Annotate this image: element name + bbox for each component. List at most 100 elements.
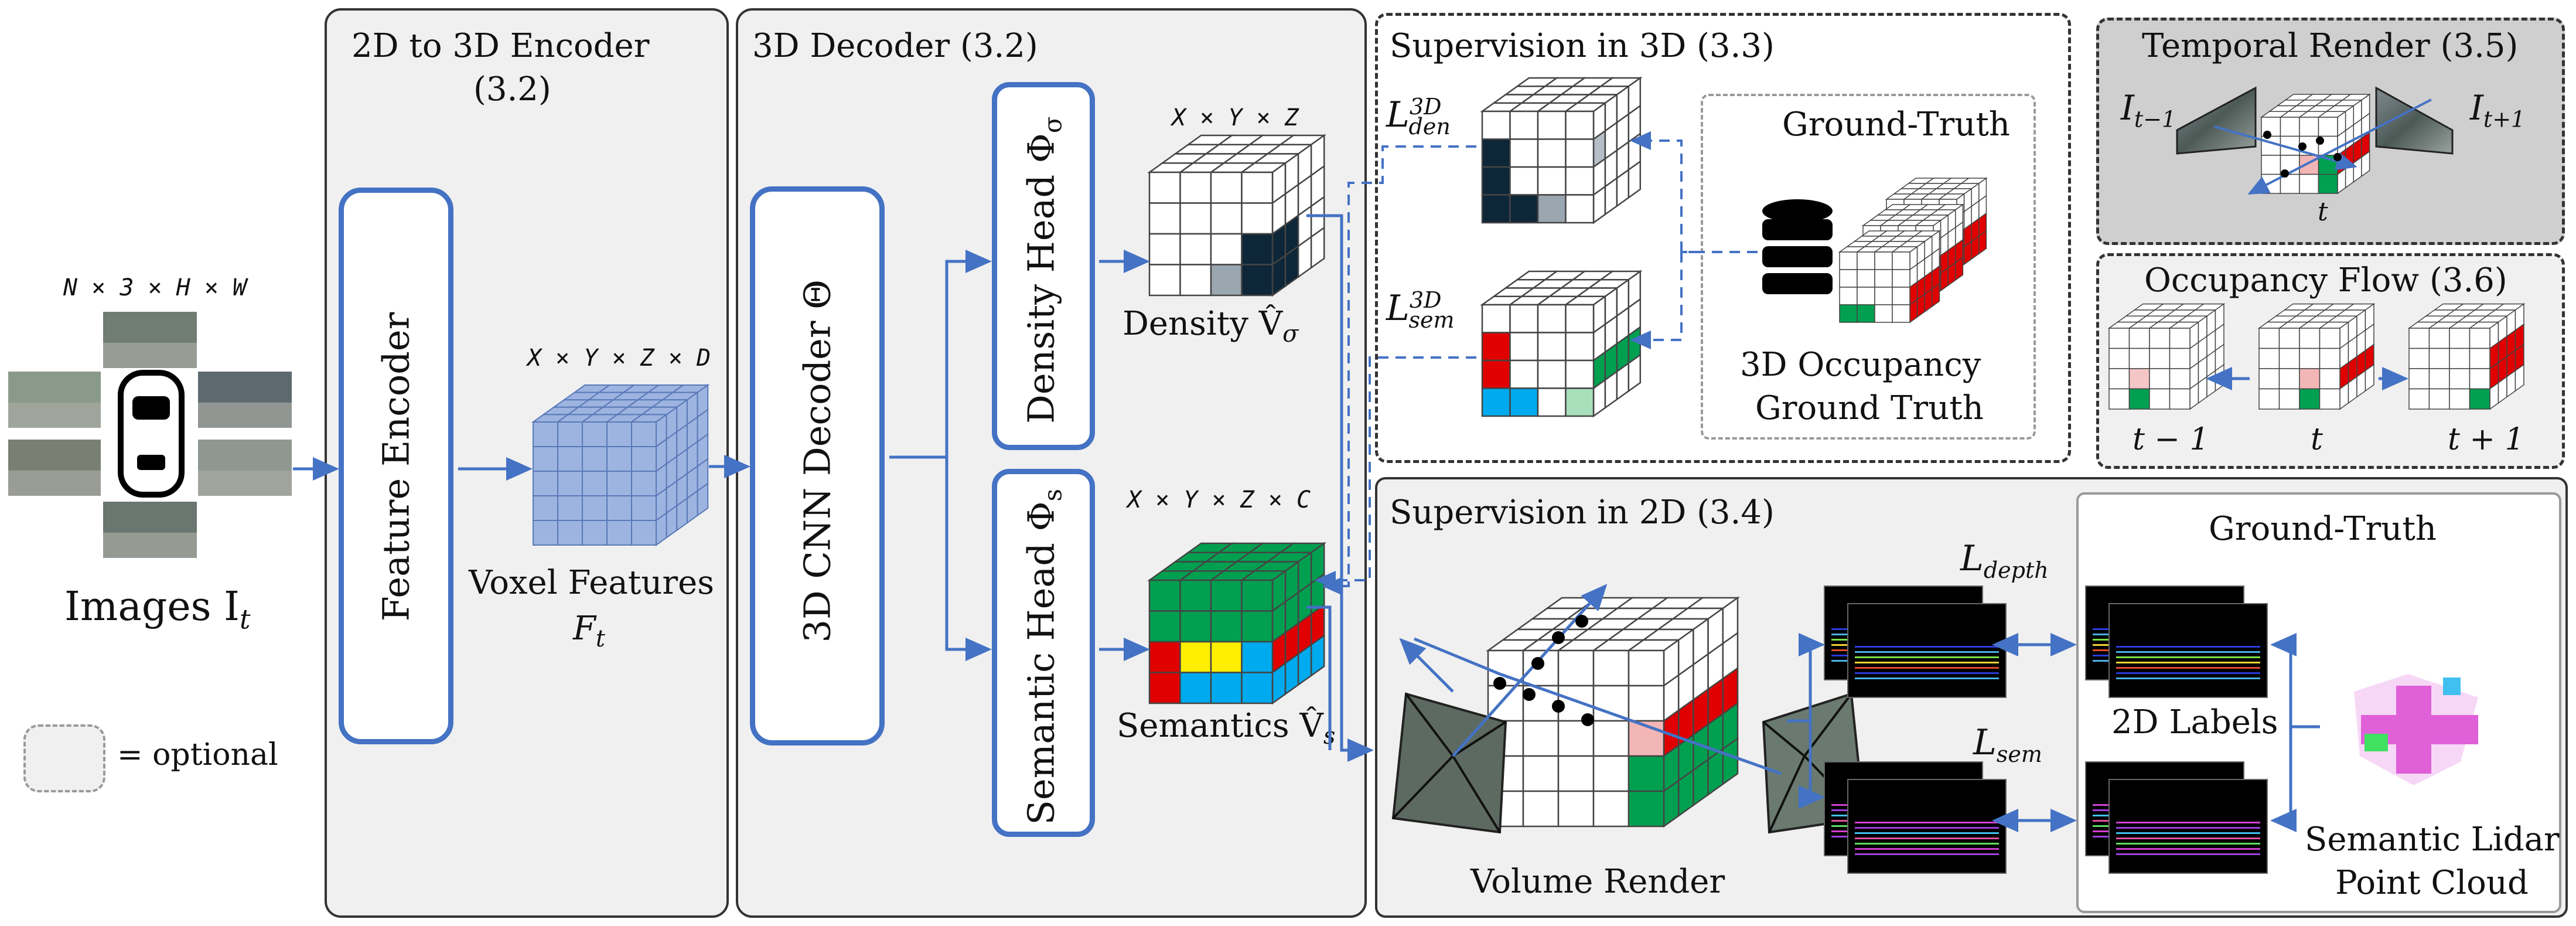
semantics-cube-front-cell [1210,641,1243,673]
volume-render-cube-front-cell [1628,755,1665,792]
depth-gt-front-scanline [2116,646,2260,648]
flow-cube-next-front-cell [2449,368,2471,390]
flow-cube-next-front-cell [2469,348,2490,369]
temporal-cube-front-cell [2261,135,2281,156]
density-cube-front-cell [1241,171,1274,204]
sup3d-density-cube-front-cell [1537,110,1567,140]
volume-render-cube-front-cell [1522,790,1560,828]
semantics-cube-front-cell [1210,579,1243,612]
gt-occupancy-cube-2-front-cell [1839,269,1858,288]
sup3d-density-cube-front-cell [1509,166,1539,196]
lidar-label-2: Point Cloud [2335,864,2529,902]
flow-cube-next-front-cell [2449,388,2471,410]
semantic-gt-front-scanline [2116,838,2260,839]
sup3d-density-cube [1480,76,1643,224]
depth-render-front-scanline [1855,646,1999,648]
sup3d-density-cube-front-cell [1509,194,1539,224]
density-cube-front-cell [1241,233,1274,265]
flow-cube-next-front-cell [2428,388,2450,410]
arrow-decoder-to-semantic-head [945,457,992,661]
sup3d-semantic-cube [1480,270,1643,418]
sup3d-semantic-cube-front-cell [1537,304,1567,333]
loss-den-3d: L3Dden [1386,94,1451,139]
semantic-render-front-scanline [1855,822,1999,823]
density-cube-front-cell [1179,171,1212,204]
semantics-label: Semantics V̂s [1117,707,1336,750]
depth-render-front-scanline [1855,672,1999,674]
gt-occupancy-cube-2-front-cell [1892,304,1910,323]
sup3d-semantic-cube-front-cell [1481,387,1511,417]
flow-cube-prev-front-cell [2169,348,2191,369]
flow-cube-now-front-cell [2299,328,2321,349]
density-cube-front-cell [1179,233,1212,265]
semantic-gt-front-scanline [2116,832,2260,834]
flow-label-now: t [2311,422,2323,457]
gt-occupancy-cube-2-front-cell [1892,251,1910,270]
volume-render-cube-front-cell [1628,649,1665,687]
gt-occupancy-cube-2-front-cell [1857,287,1875,305]
gt-occupancy-cube-2-front-cell [1839,251,1858,270]
temporal-ray-left [2214,125,2357,171]
voxel-feature-cube-front-cell [582,495,608,521]
temporal-cube-front-cell [2318,173,2338,194]
sup3d-density-cube-front-cell [1509,138,1539,168]
car-icon [118,370,185,498]
voxel-feature-cube-front-cell [533,421,558,447]
lidar-building [2443,678,2461,695]
flow-label-prev: t − 1 [2133,422,2209,457]
sup3d-density-cube-front-cell [1481,110,1511,140]
flow-cube-next-front-cell [2408,368,2430,390]
semantic-gt-front [2108,779,2268,874]
flow-cube-prev-front-cell [2108,348,2130,369]
semantics-cube-front-cell [1210,672,1243,704]
temporal-center-label: t [2318,197,2328,227]
sample-point [2263,131,2271,139]
sup3d-density-cube-front-cell [1481,194,1511,224]
flow-cube-now-front-cell [2258,368,2280,390]
flow-cube-next [2407,303,2526,410]
loss-sem-2d: Lsem [1973,722,2042,767]
flow-cube-next-front-cell [2449,328,2471,349]
gt-to-density-link [1630,131,1699,253]
density-label: Density V̂σ [1122,305,1299,348]
density-cube-side-cell [1310,226,1325,270]
sup3d-semantic-cube-front-cell [1565,304,1595,333]
voxel-label-var: Ft [573,610,605,653]
sup3d-density-cube-front-cell [1481,138,1511,168]
flow-cube-prev-front-cell [2108,368,2130,390]
density-cube-front-cell [1241,202,1274,235]
arrow-density-to-render [1306,214,1374,762]
flow-cube-next-front-cell [2428,368,2450,390]
voxel-feature-cube-front-cell [557,471,583,496]
flow-cube-now-front-cell [2258,348,2280,369]
voxel-feature-cube-front-cell [631,421,657,447]
encoder-title-section: (3.2) [473,70,551,108]
sample-point [2316,137,2324,145]
semantics-cube-front-cell [1241,579,1274,612]
feature-encoder-block [339,188,453,744]
camera-road-1 [8,402,101,428]
optional-legend-text: = optional [117,737,278,772]
flow-cube-prev-front-cell [2108,328,2130,349]
depth-gt-front-scanline [2116,667,2260,669]
flow-cube-prev-front-cell [2128,348,2150,369]
voxel-feature-cube-front-cell [582,446,608,472]
flow-cube-next-front-cell [2408,388,2430,410]
temporal-camera-right [2375,86,2454,155]
flow-cube-now-front-cell [2258,388,2280,410]
voxel-feature-cube-front-cell [606,520,632,546]
voxel-feature-cube-front-cell [631,471,657,496]
volume-render-cube-front-cell [1628,685,1665,722]
loss-depth: Ldepth [1960,538,2049,583]
render-sample-point [1581,713,1594,726]
sup3d-density-cube-front-cell [1537,138,1567,168]
volume-render-cube [1486,596,1740,828]
gt-occupancy-cube-2-front-cell [1874,287,1893,305]
voxel-feature-cube-front-cell [631,446,657,472]
lidar-to-semantic-gt [2270,727,2297,832]
depth-gt-front-scanline [2116,651,2260,653]
volume-render-label: Volume Render [1470,863,1725,901]
flow-cube-next-front-cell [2408,328,2430,349]
flow-cube-next-side-cell [2514,363,2524,392]
semantic-render-front-scanline [1855,853,1999,855]
